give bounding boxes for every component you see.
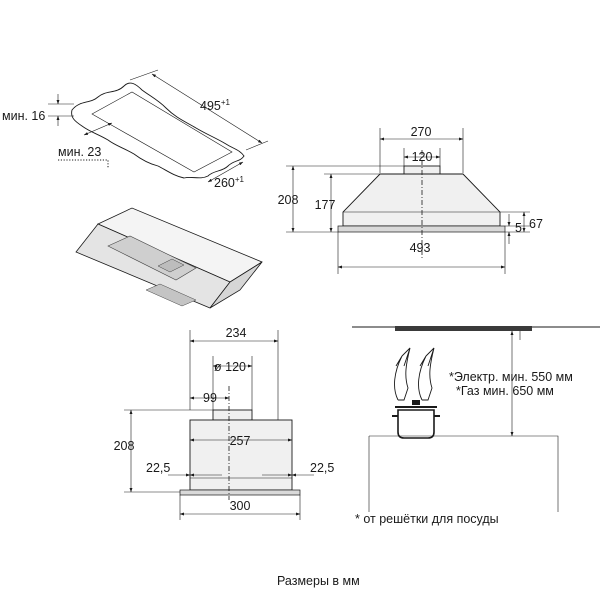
install-pot (397, 409, 435, 439)
front-margin-left-label: 22,5 (146, 461, 170, 475)
units-footer: Размеры в мм (277, 574, 360, 588)
side-bottom-width-label: 493 (410, 241, 431, 255)
frame-isometric-view: 495+1 260+1 мин. 16 мин. 23 (2, 69, 269, 190)
front-chimney (212, 409, 253, 421)
install-electric-label: *Электр. мин. 550 мм (449, 370, 573, 384)
hood-iso-side (209, 261, 263, 309)
side-rim-label: 5 (515, 221, 522, 235)
front-bottom-width-label: 300 (230, 499, 251, 513)
frame-dim-top-a (129, 69, 159, 81)
front-duct-label: ø 120 (214, 360, 246, 374)
frame-inner-opening (91, 91, 233, 173)
frame-width-label: 260+1 (214, 175, 245, 190)
frame-outline (71, 82, 245, 179)
install-pot-knob (412, 400, 420, 405)
side-top-width-label: 270 (411, 125, 432, 139)
frame-min-side-underline (58, 159, 109, 168)
frame-dim-top-b (245, 140, 269, 151)
side-hood-body (342, 173, 501, 227)
side-body-height-label: 177 (315, 198, 336, 212)
install-steam-arrow-right (418, 347, 435, 401)
install-gas-label: *Газ мин. 650 мм (456, 384, 554, 398)
front-hood-body (189, 419, 293, 491)
side-total-height-label: 208 (278, 193, 299, 207)
install-hood-panel (395, 326, 532, 331)
frame-length-label: 495+1 (200, 98, 231, 113)
front-height-label: 208 (114, 439, 135, 453)
install-steam-arrow-left (394, 347, 411, 401)
side-outer-label: 67 (529, 217, 543, 231)
frame-dim-length (151, 73, 263, 144)
front-margin-right-label: 22,5 (310, 461, 334, 475)
side-hood-rim (337, 225, 506, 233)
front-top-width-label: 234 (226, 326, 247, 340)
hood-iso-light-panel (157, 258, 185, 273)
hood-iso-handle (145, 283, 197, 307)
frame-min-side-dim (83, 122, 113, 136)
frame-min-top-label: мин. 16 (2, 109, 45, 123)
frame-dim-width (207, 161, 244, 183)
install-cooktop (368, 435, 559, 512)
front-hood-rim (179, 489, 301, 496)
hood-side-view: 270 120 208 177 493 5 67 (278, 125, 543, 274)
hood-isometric-view (75, 207, 263, 309)
front-inner-width-label: 257 (230, 434, 251, 448)
front-offset-label: 99 (203, 391, 217, 405)
install-note-label: * от решётки для посуды (355, 512, 499, 526)
hood-front-view: 234 ø 120 99 257 208 22,5 22,5 300 (114, 326, 334, 520)
installation-view: *Электр. мин. 550 мм *Газ мин. 650 мм * … (352, 326, 600, 526)
frame-min-side-label: мин. 23 (58, 145, 101, 159)
